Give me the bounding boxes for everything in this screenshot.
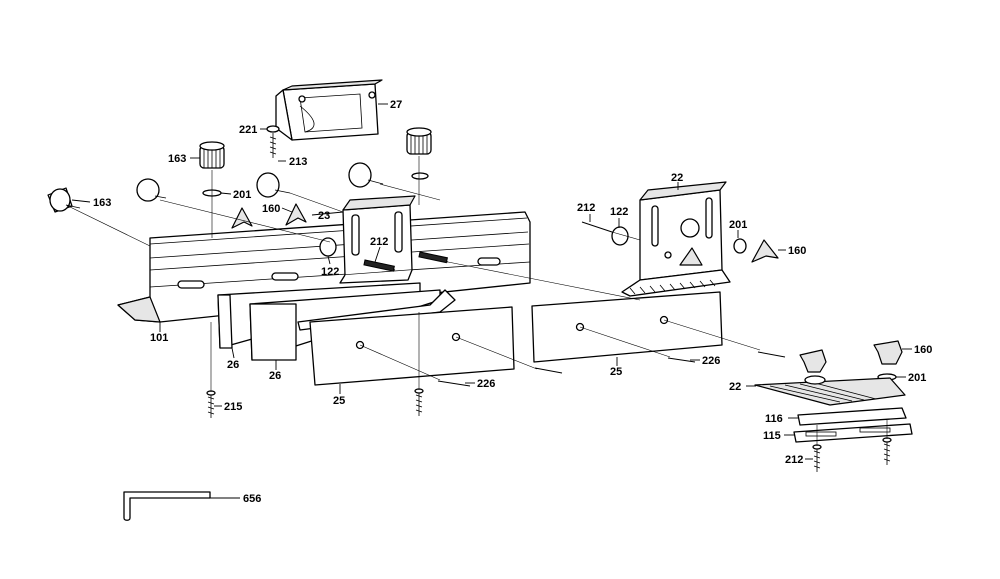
plate-25-left: [309, 306, 563, 387]
screw-213: [266, 125, 280, 158]
label-656: 656: [243, 493, 261, 505]
label-160-right: 160: [788, 245, 806, 257]
star-knob-160-a: [231, 207, 253, 229]
label-226-right: 226: [702, 355, 720, 367]
label-212-mid: 212: [370, 236, 388, 248]
spacer-116: [797, 407, 907, 426]
knob-122-left: [319, 237, 337, 257]
label-122-left: 122: [321, 266, 339, 278]
label-163-left: 163: [93, 197, 111, 209]
washer-201-c: [733, 238, 747, 254]
label-101: 101: [150, 332, 168, 344]
label-201-left: 201: [233, 189, 251, 201]
label-201-bottom: 201: [908, 372, 926, 384]
label-122-right: 122: [610, 206, 628, 218]
leader-lines: [71, 103, 912, 499]
bolt-212-middle: [363, 251, 449, 272]
knob-163-top: [199, 141, 225, 169]
fence-bracket: [339, 195, 416, 284]
knob-top-right: [406, 127, 432, 155]
knob-mid-2: [256, 172, 291, 198]
label-163-top: 163: [168, 153, 186, 165]
label-212-bottom: 212: [785, 454, 803, 466]
label-213: 213: [289, 156, 307, 168]
knob-mid-3: [348, 162, 384, 188]
star-knob-160-c: [751, 239, 779, 263]
label-215: 215: [224, 401, 242, 413]
part-labels: 27 221 213 163 163 201 160 23 212 122 10…: [93, 99, 932, 505]
label-23: 23: [318, 210, 330, 222]
label-160-bottom: 160: [914, 344, 932, 356]
featherboard-22: [754, 375, 906, 406]
tee-knob-160-left: [799, 349, 827, 373]
label-26-a: 26: [227, 359, 239, 371]
screws-212-bottom: [812, 437, 892, 472]
label-226-left: 226: [477, 378, 495, 390]
hex-key-656: [123, 491, 211, 521]
tee-knob-160-right: [873, 340, 903, 365]
knob-mid-1: [136, 178, 167, 202]
label-115: 115: [763, 430, 781, 442]
plate-25-right: [531, 291, 786, 363]
base-115: [793, 423, 913, 443]
label-22-bottom: 22: [729, 381, 741, 393]
label-25-right: 25: [610, 366, 622, 378]
label-25-left: 25: [333, 395, 345, 407]
bolt-212-right: [581, 221, 629, 246]
label-201-right: 201: [729, 219, 747, 231]
label-116: 116: [765, 413, 783, 425]
label-22-top: 22: [671, 172, 683, 184]
label-221: 221: [239, 124, 257, 136]
explode-lines: [65, 156, 888, 446]
washer-201-b: [411, 172, 429, 180]
star-knob-160-b: [285, 203, 307, 226]
label-26-b: 26: [269, 370, 281, 382]
label-212-right: 212: [577, 202, 595, 214]
knob-163-left: [47, 187, 81, 213]
dust-hood: [275, 79, 383, 141]
feather-board-bracket: [621, 181, 731, 297]
label-160-left: 160: [262, 203, 280, 215]
label-27: 27: [390, 99, 402, 111]
